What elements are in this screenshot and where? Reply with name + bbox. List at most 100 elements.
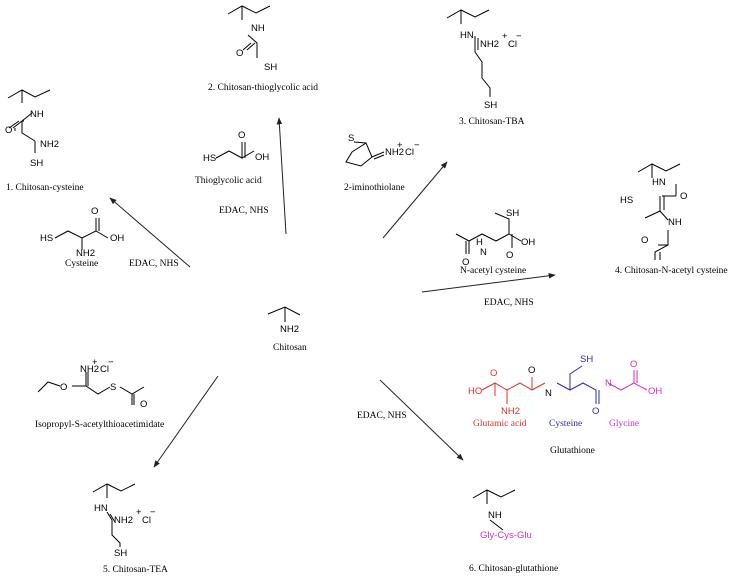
product-6-label: 6. Chitosan-glutathione	[469, 564, 558, 574]
product-3-label: 3. Chitosan-TBA	[459, 117, 525, 127]
nh2-atom: NH2	[480, 39, 499, 50]
reagent-thioglycolic-acid: HS O OH Thioglycolic acid	[195, 130, 269, 186]
product-1-label: 1. Chitosan-cysteine	[6, 183, 84, 193]
condition-edac-nhs-3: EDAC, NHS	[484, 298, 534, 308]
s-atom: S	[110, 382, 116, 393]
sh-atom: SH	[506, 208, 519, 219]
nh-atom: NH	[488, 510, 502, 521]
hn-atom: HN	[460, 30, 474, 41]
product-4-label: 4. Chitosan-N-acetyl cysteine	[615, 266, 728, 276]
arrow-to-tba	[382, 161, 448, 239]
o-atom: O	[680, 191, 687, 202]
minus-charge: −	[150, 507, 156, 518]
nh2-atom: NH2	[114, 515, 133, 526]
condition-edac-nhs-1: EDAC, NHS	[129, 259, 179, 269]
sh-atom: SH	[264, 62, 277, 73]
sh-atom: SH	[484, 100, 497, 111]
nh2-atom: NH2	[76, 248, 95, 259]
reagent-cysteine: HS O OH NH2 Cysteine	[40, 206, 124, 269]
o-atom: O	[91, 206, 98, 217]
o-atom: O	[236, 48, 243, 59]
o-atom-3: O	[592, 406, 599, 417]
h-atom: H	[476, 237, 483, 248]
arrow-to-nac	[421, 273, 556, 293]
glutamic-acid-label: Glutamic acid	[473, 419, 527, 429]
hn-atom: HN	[652, 177, 666, 188]
o-atom-2: O	[641, 235, 648, 246]
product-2-label: 2. Chitosan-thioglycolic acid	[208, 83, 318, 93]
o-atom-2: O	[506, 250, 513, 261]
sh-atom: SH	[114, 548, 127, 559]
arrow-to-cysteine	[109, 197, 191, 268]
reagent-glutathione-label: Glutathione	[550, 446, 595, 456]
reagent-glutathione: HO O NH2 O N SH O N O OH Glutamic acid C…	[468, 354, 662, 456]
reagent-2-iminothiolane: S NH2 + Cl − 2-iminothiolane	[344, 133, 420, 193]
product-chitosan-tea: HN NH2 + Cl − SH 5. Chitosan-TEA	[92, 483, 168, 575]
product-chitosan-cysteine: NH O NH2 SH 1. Chitosan-cysteine	[5, 89, 84, 193]
hs-atom: HS	[620, 195, 633, 206]
o-atom: O	[60, 382, 67, 393]
cysteine-part-label: Cysteine	[549, 419, 582, 429]
o-atom-2: O	[528, 365, 535, 376]
hn-atom: HN	[94, 503, 108, 514]
minus-charge: −	[414, 140, 420, 151]
product-5-label: 5. Chitosan-TEA	[103, 565, 168, 575]
hs-atom: HS	[40, 233, 53, 244]
plus-charge: +	[92, 357, 98, 368]
reagent-thioglycolic-label: Thioglycolic acid	[195, 176, 262, 186]
arrow-to-tea	[153, 375, 219, 468]
reagent-n-acetyl-cysteine: H N O SH OH O N-acetyl cysteine	[455, 208, 535, 276]
nh-atom: NH	[668, 217, 682, 228]
oh-atom: OH	[648, 386, 662, 397]
glycine-label: Glycine	[609, 419, 639, 429]
plus-charge: +	[397, 140, 403, 151]
condition-edac-nhs-2: EDAC, NHS	[219, 206, 269, 216]
chitosan-nh2: NH2	[280, 324, 299, 335]
minus-charge: −	[516, 31, 522, 42]
oh-atom: OH	[110, 233, 124, 244]
reagent-isopropyl-s-acetylthioacetimidate: O NH2 + Cl − S O Isopropyl-S-acetylthioa…	[35, 357, 164, 430]
nh2-atom: NH2	[385, 147, 404, 158]
reagent-nac-label: N-acetyl cysteine	[460, 266, 526, 276]
sh-atom: SH	[30, 158, 43, 169]
nh2-atom: NH2	[40, 139, 59, 150]
nh-atom: NH	[251, 23, 265, 34]
s-atom: S	[348, 133, 354, 144]
nh2-atom: NH2	[80, 364, 99, 375]
oh-atom: OH	[521, 237, 535, 248]
gly-cys-glu: Gly-Cys-Glu	[480, 530, 532, 541]
nh-atom: NH	[30, 109, 44, 120]
product-chitosan-glutathione: NH Gly-Cys-Glu 6. Chitosan-glutathione	[469, 489, 558, 574]
cl-atom: Cl	[142, 515, 151, 526]
reagent-cysteine-label: Cysteine	[65, 259, 98, 269]
o-atom: O	[5, 125, 12, 136]
plus-charge: +	[136, 507, 142, 518]
arrow-to-glutathione	[379, 379, 464, 461]
chitosan-label: Chitosan	[273, 343, 307, 353]
cl-atom: Cl	[508, 39, 517, 50]
n-atom-2: N	[605, 378, 612, 389]
chitosan-structure: NH2 Chitosan	[267, 306, 307, 353]
minus-charge: −	[108, 357, 114, 368]
n-atom: N	[480, 247, 487, 258]
o-atom: O	[490, 368, 497, 379]
sh-atom: SH	[580, 354, 593, 365]
ho-atom: HO	[468, 386, 482, 397]
oh-atom: OH	[255, 152, 269, 163]
hs-atom: HS	[203, 153, 216, 164]
reagent-isopropyl-label: Isopropyl-S-acetylthioacetimidate	[35, 420, 164, 430]
o-atom: O	[238, 130, 245, 141]
product-chitosan-thioglycolic-acid: NH O SH 2. Chitosan-thioglycolic acid	[208, 5, 318, 93]
product-chitosan-n-acetyl-cysteine: HN O HS NH O 4. Chitosan-N-acetyl cystei…	[615, 163, 728, 276]
cl-atom: Cl	[405, 147, 414, 158]
cl-atom: Cl	[100, 364, 109, 375]
reagent-iminothiolane-label: 2-iminothiolane	[344, 183, 405, 193]
arrow-to-thioglycolic	[276, 117, 287, 235]
o-atom-4: O	[630, 359, 637, 370]
plus-charge: +	[502, 31, 508, 42]
o-atom-2: O	[140, 399, 147, 410]
nh2-atom: NH2	[501, 406, 520, 417]
product-chitosan-tba: HN NH2 + Cl − SH 3. Chitosan-TBA	[446, 9, 525, 127]
o-atom: O	[462, 257, 469, 268]
